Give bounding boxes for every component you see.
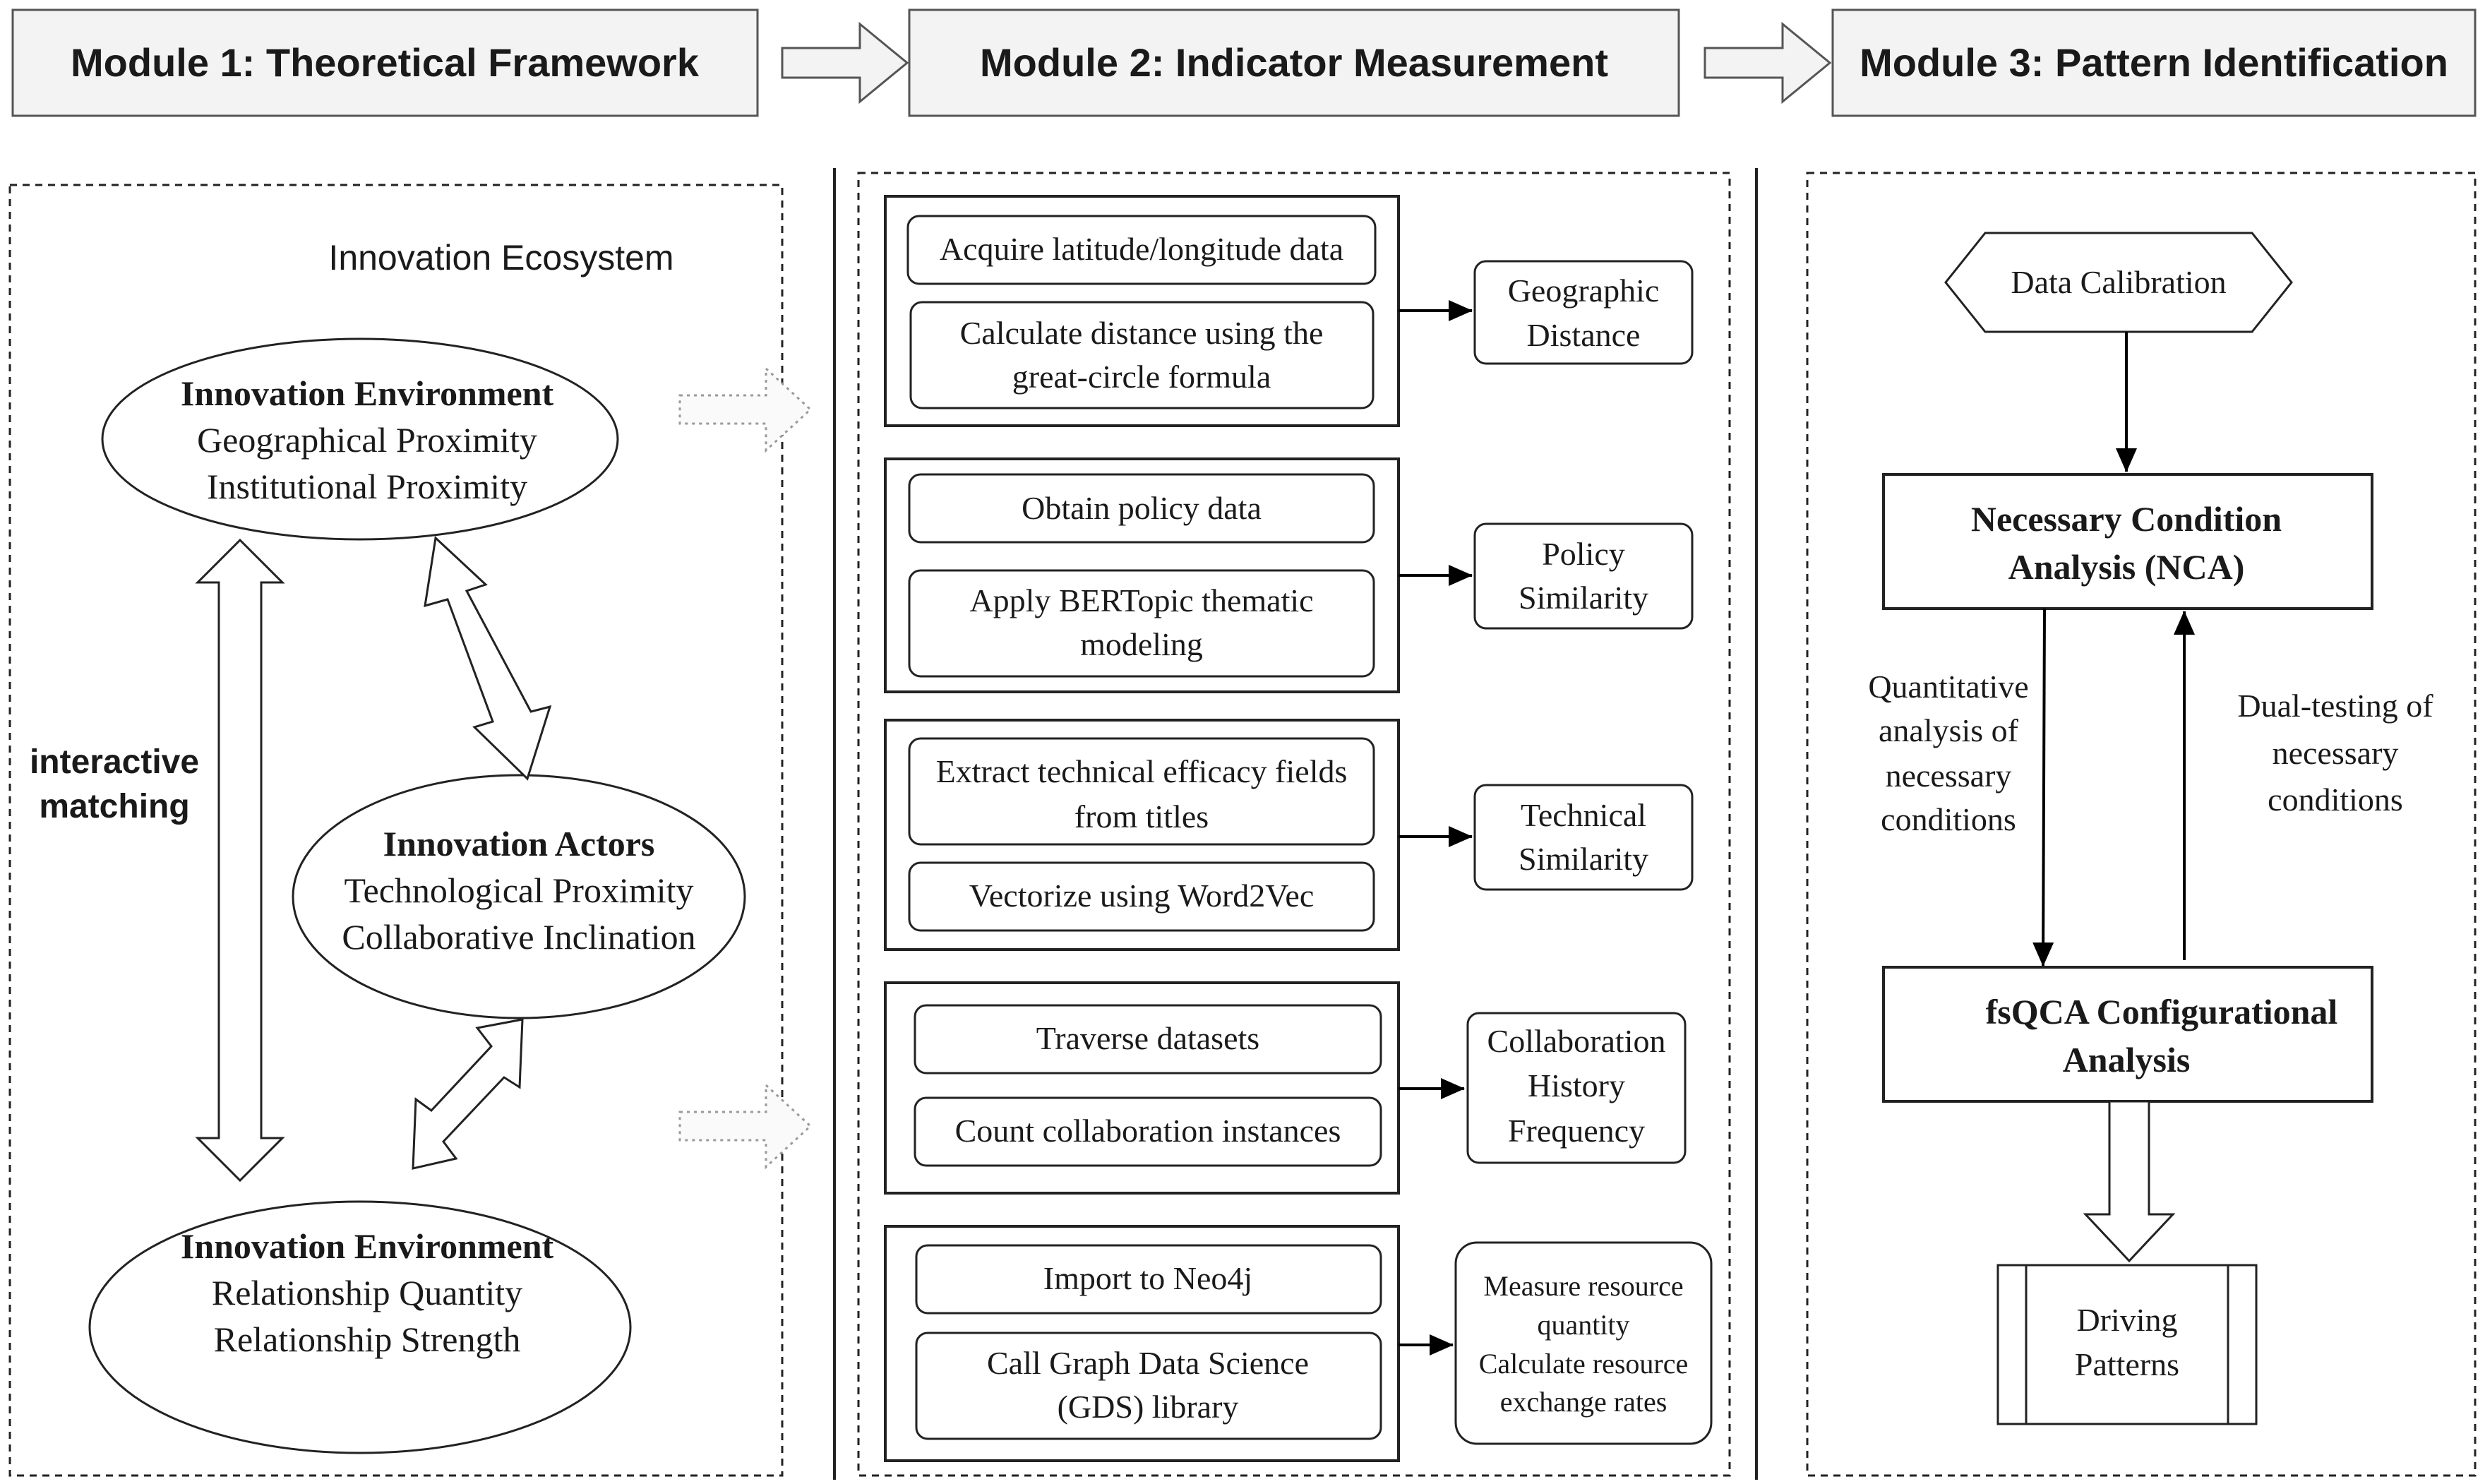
tech-out2: Similarity — [1519, 841, 1648, 877]
graph-out1: Measure resource — [1483, 1270, 1683, 1302]
policy-out1: Policy — [1542, 536, 1625, 572]
graph-out2: quantity — [1537, 1309, 1629, 1341]
policy-step2a: Apply BERTopic thematic — [969, 582, 1313, 618]
tech-step2: Vectorize using Word2Vec — [969, 878, 1315, 914]
collab-step1: Traverse datasets — [1036, 1020, 1259, 1056]
nca-to-fsqca-arrow — [2032, 608, 2054, 967]
env-bottom-ellipse: Innovation Environment Relationship Quan… — [88, 1200, 632, 1454]
module-2-header: Module 2: Indicator Measurement — [908, 8, 1680, 117]
vertical-double-arrow — [195, 538, 285, 1183]
ecosystem-label: Innovation Ecosystem — [328, 238, 673, 277]
policy-out2: Similarity — [1519, 580, 1648, 616]
graph-step2a: Call Graph Data Science — [987, 1345, 1309, 1381]
graph-group: Import to Neo4j Call Graph Data Science … — [884, 1225, 1713, 1462]
collab-out2: History — [1528, 1067, 1625, 1103]
env-top-title: Innovation Environment — [181, 373, 554, 413]
interactive-label-2: matching — [39, 788, 189, 825]
geo-step2b: great-circle formula — [1012, 359, 1271, 395]
policy-group: Obtain policy data Apply BERTopic themat… — [884, 457, 1694, 693]
module-3-header: Module 3: Pattern Identification — [1831, 8, 2477, 117]
tech-group: Extract technical efficacy fields from t… — [884, 719, 1694, 951]
nca-line1: Necessary Condition — [1971, 499, 2282, 539]
env-top-ellipse: Innovation Environment Geographical Prox… — [101, 337, 619, 541]
actors-line2: Collaborative Inclination — [342, 917, 695, 957]
dotted-arrow-top — [678, 366, 813, 453]
graph-step1: Import to Neo4j — [1043, 1260, 1252, 1296]
quant-line4: conditions — [1881, 801, 2016, 837]
env-bottom-title: Innovation Environment — [181, 1226, 554, 1266]
module-3-panel — [1806, 172, 2477, 1477]
collab-group: Traverse datasets Count collaboration in… — [884, 981, 1687, 1195]
geo-out1: Geographic — [1508, 273, 1660, 309]
geo-step1: Acquire latitude/longitude data — [940, 231, 1343, 267]
header-arrow-1 — [781, 21, 909, 104]
driving-line1: Driving — [2076, 1302, 2177, 1338]
dual-line2: necessary — [2273, 735, 2399, 771]
graph-step2b: (GDS) library — [1058, 1389, 1239, 1425]
fsqca-to-patterns-arrow — [2083, 1100, 2176, 1263]
collab-out3: Frequency — [1508, 1113, 1645, 1149]
fsqca-line1: fsQCA Configurational — [1986, 992, 2338, 1031]
nca-line2: Analysis (NCA) — [2008, 547, 2245, 587]
dotted-arrow-bottom — [678, 1082, 813, 1170]
geo-group: Acquire latitude/longitude data Calculat… — [884, 195, 1694, 427]
env-top-line2: Institutional Proximity — [207, 467, 527, 506]
diagonal-double-arrow-top — [424, 535, 552, 781]
geo-out2: Distance — [1527, 317, 1641, 353]
env-bottom-line2: Relationship Strength — [214, 1320, 521, 1359]
tech-out1: Technical — [1521, 797, 1646, 833]
module-1-panel — [8, 184, 784, 1477]
nca-node: Necessary Condition Analysis (NCA) — [1882, 473, 2373, 610]
module-2-panel — [857, 172, 1731, 1477]
diagonal-double-arrow-bottom — [412, 1018, 524, 1170]
dual-line1: Dual-testing of — [2237, 688, 2433, 724]
quant-line3: necessary — [1886, 758, 2012, 794]
env-top-line1: Geographical Proximity — [197, 420, 537, 460]
geo-step2a: Calculate distance using the — [960, 315, 1324, 351]
collab-out1: Collaboration — [1487, 1023, 1666, 1059]
policy-step2b: modeling — [1080, 626, 1203, 662]
actors-title: Innovation Actors — [383, 824, 655, 863]
fsqca-node: fsQCA Configurational Analysis — [1882, 966, 2373, 1103]
tech-step1a: Extract technical efficacy fields — [936, 753, 1348, 789]
quant-line2: analysis of — [1879, 712, 2019, 748]
collab-step2: Count collaboration instances — [955, 1113, 1341, 1149]
interactive-label-1: interactive — [30, 743, 199, 781]
quant-line1: Quantitative — [1868, 669, 2028, 705]
header-arrow-2 — [1703, 21, 1832, 104]
module-3-title: Module 3: Pattern Identification — [1860, 40, 2448, 85]
driving-patterns-node: Driving Patterns — [1996, 1264, 2258, 1425]
tech-step1b: from titles — [1074, 798, 1209, 834]
data-calibration-node: Data Calibration — [1944, 232, 2293, 333]
graph-out3: Calculate resource — [1479, 1348, 1689, 1380]
graph-out4: exchange rates — [1500, 1386, 1667, 1418]
env-bottom-line1: Relationship Quantity — [212, 1273, 522, 1312]
driving-line2: Patterns — [2075, 1346, 2179, 1382]
calibration-label: Data Calibration — [2011, 264, 2226, 300]
module-2-title: Module 2: Indicator Measurement — [980, 40, 1608, 85]
dual-line3: conditions — [2268, 782, 2403, 818]
module-1-title: Module 1: Theoretical Framework — [71, 40, 700, 85]
fsqca-line2: Analysis — [2063, 1040, 2191, 1079]
policy-step1: Obtain policy data — [1022, 490, 1262, 526]
actors-line1: Technological Proximity — [344, 870, 693, 910]
module-1-header: Module 1: Theoretical Framework — [11, 8, 759, 117]
actors-ellipse: Innovation Actors Technological Proximit… — [292, 774, 746, 1019]
